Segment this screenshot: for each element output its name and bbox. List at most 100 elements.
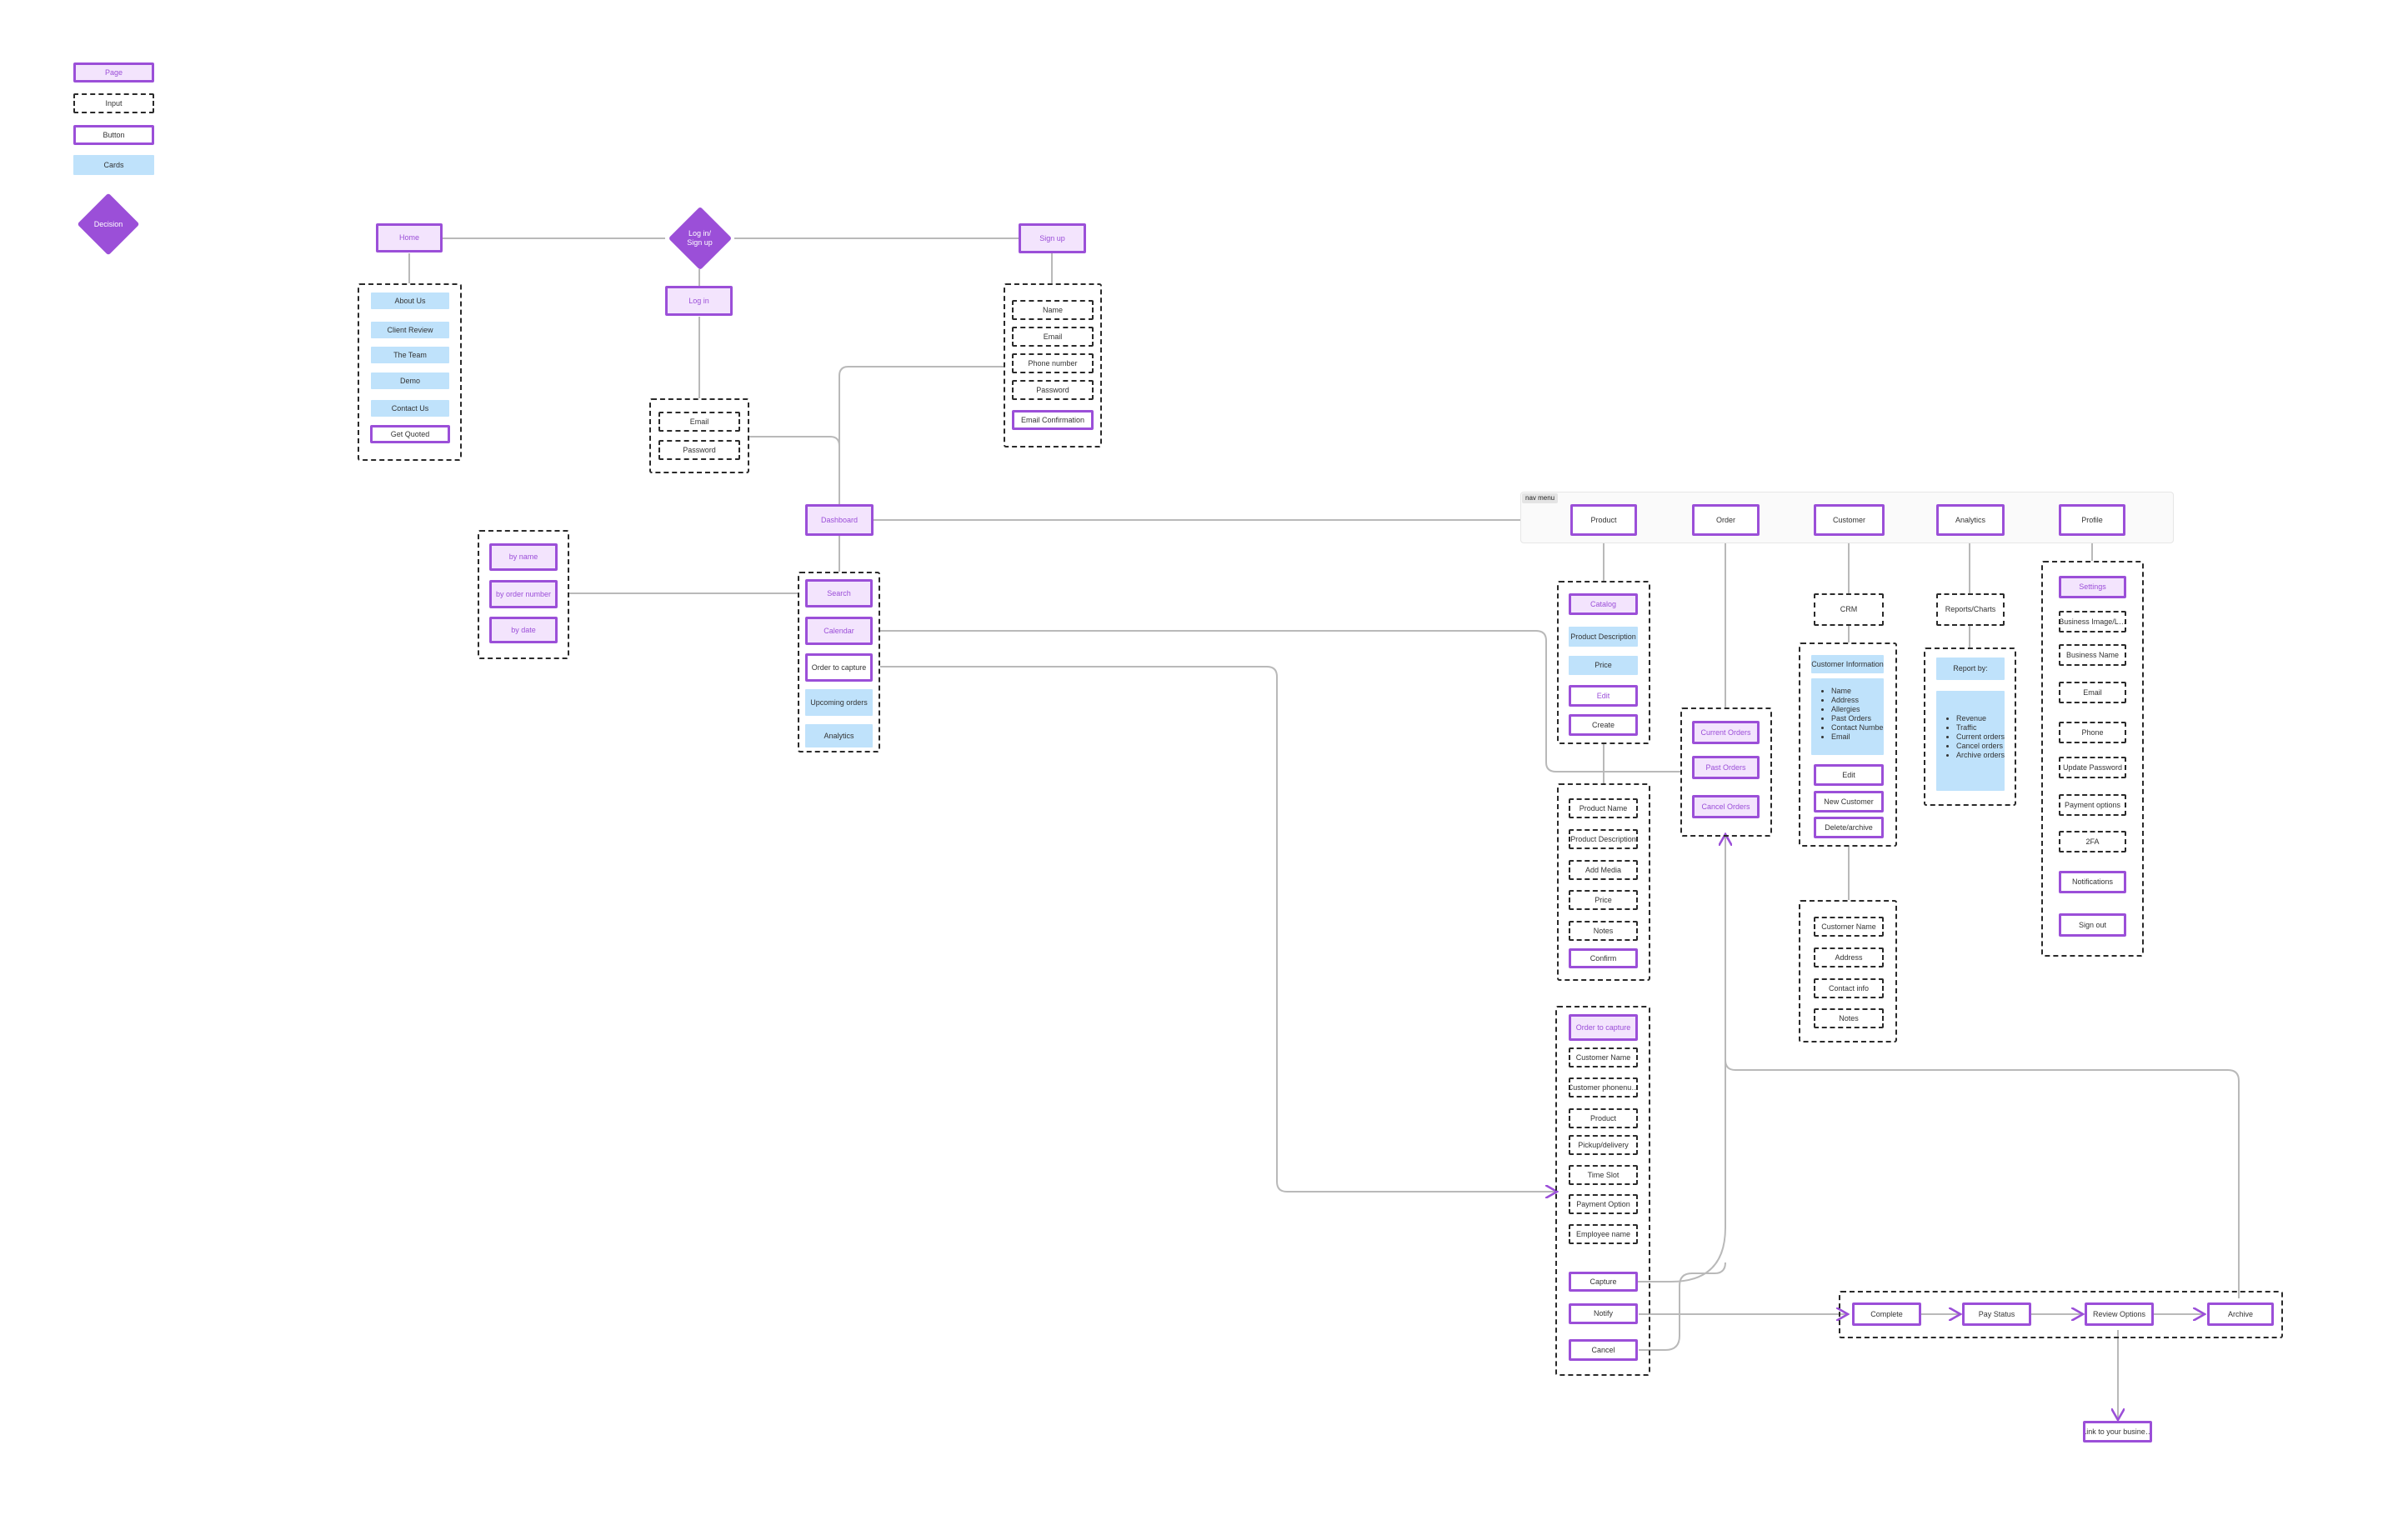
report-item: Revenue <box>1956 714 2005 723</box>
customer-info-group <box>1799 642 1897 847</box>
new-customer-name-input[interactable]: Customer Name <box>1814 917 1884 937</box>
order-status-flow-group <box>1839 1291 2283 1338</box>
search-filters-group <box>478 530 569 659</box>
capture-customer-name-input[interactable]: Customer Name <box>1569 1048 1638 1068</box>
cancel-orders-page[interactable]: Cancel Orders <box>1692 795 1760 818</box>
settings-page[interactable]: Settings <box>2059 576 2126 598</box>
profile-phone-input[interactable]: Phone <box>2059 722 2126 743</box>
capture-button[interactable]: Capture <box>1569 1272 1638 1292</box>
filter-by-date[interactable]: by date <box>489 617 558 643</box>
complete-button[interactable]: Complete <box>1852 1302 1921 1326</box>
email-confirmation-button[interactable]: Email Confirmation <box>1012 410 1094 430</box>
signup-form-group <box>1004 283 1102 448</box>
capture-customer-phone-input[interactable]: Customer phonenu… <box>1569 1078 1638 1098</box>
login-form-group <box>649 398 749 473</box>
product-notes-input[interactable]: Notes <box>1569 921 1638 941</box>
home-page[interactable]: Home <box>376 223 443 252</box>
reports-group <box>1924 648 2016 806</box>
catalog-page[interactable]: Catalog <box>1569 593 1638 615</box>
signup-page[interactable]: Sign up <box>1019 223 1086 253</box>
business-image-input[interactable]: Business Image/L… <box>2059 611 2126 632</box>
product-description-input[interactable]: Product Description <box>1569 829 1638 849</box>
sign-out-button[interactable]: Sign out <box>2059 913 2126 937</box>
business-name-input[interactable]: Business Name <box>2059 644 2126 666</box>
menu-product-button[interactable]: Product <box>1570 504 1637 536</box>
filter-by-order-number[interactable]: by order number <box>489 580 558 608</box>
connector-capture-form <box>880 666 1555 1192</box>
login-email-input[interactable]: Email <box>658 412 740 432</box>
signup-phone-input[interactable]: Phone number <box>1012 353 1094 373</box>
connector-login-dashboard <box>749 436 840 447</box>
review-link-button[interactable]: Link to your busine… <box>2083 1421 2152 1442</box>
update-password-input[interactable]: Update Password <box>2059 757 2126 778</box>
get-quoted-button[interactable]: Get Quoted <box>370 425 450 443</box>
order-to-capture-button[interactable]: Order to capture <box>805 653 873 682</box>
legend-page: Page <box>73 62 154 82</box>
menu-customer-button[interactable]: Customer <box>1814 504 1885 536</box>
filter-by-name[interactable]: by name <box>489 543 558 571</box>
login-page[interactable]: Log in <box>665 286 733 316</box>
capture-cancel-button[interactable]: Cancel <box>1569 1339 1638 1361</box>
notifications-button[interactable]: Notifications <box>2059 871 2126 893</box>
card-report-items: Revenue Traffic Current orders Cancel or… <box>1936 691 2005 791</box>
product-confirm-button[interactable]: Confirm <box>1569 948 1638 968</box>
nav-menu-section-title: nav menu <box>1522 493 1559 503</box>
product-edit-button[interactable]: Edit <box>1569 685 1638 707</box>
past-orders-page[interactable]: Past Orders <box>1692 756 1760 779</box>
add-media-input[interactable]: Add Media <box>1569 860 1638 880</box>
product-form-group <box>1557 783 1650 981</box>
login-signup-decision[interactable]: Log in/ Sign up <box>665 206 734 270</box>
report-item: Current orders <box>1956 732 2005 742</box>
report-items-list: Revenue Traffic Current orders Cancel or… <box>1946 714 2005 760</box>
calendar-page[interactable]: Calendar <box>805 617 873 645</box>
capture-form-page[interactable]: Order to capture <box>1569 1014 1638 1041</box>
menu-order-button[interactable]: Order <box>1692 504 1760 536</box>
two-factor-input[interactable]: 2FA <box>2059 831 2126 852</box>
card-report-by: Report by: <box>1936 658 2005 680</box>
notify-button[interactable]: Notify <box>1569 1303 1638 1324</box>
legend-button: Button <box>73 125 154 145</box>
customer-detail-item: Past Orders <box>1831 714 1884 723</box>
customer-edit-button[interactable]: Edit <box>1814 764 1884 786</box>
card-the-team: The Team <box>371 347 449 363</box>
signup-password-input[interactable]: Password <box>1012 380 1094 400</box>
legend-cards: Cards <box>73 155 154 175</box>
archive-button[interactable]: Archive <box>2207 1302 2274 1326</box>
product-price-input[interactable]: Price <box>1569 890 1638 910</box>
capture-employee-name-input[interactable]: Employee name <box>1569 1224 1638 1244</box>
signup-name-input[interactable]: Name <box>1012 300 1094 320</box>
pay-status-button[interactable]: Pay Status <box>1962 1302 2031 1326</box>
capture-product-input[interactable]: Product <box>1569 1108 1638 1128</box>
delete-archive-button[interactable]: Delete/archive <box>1814 817 1884 838</box>
new-customer-button[interactable]: New Customer <box>1814 791 1884 812</box>
dashboard-group <box>798 572 880 752</box>
card-about-us: About Us <box>371 292 449 309</box>
product-create-button[interactable]: Create <box>1569 714 1638 736</box>
capture-time-slot-input[interactable]: Time Slot <box>1569 1165 1638 1185</box>
review-options-button[interactable]: Review Options <box>2085 1302 2154 1326</box>
login-password-input[interactable]: Password <box>658 440 740 460</box>
product-name-input[interactable]: Product Name <box>1569 798 1638 818</box>
customer-detail-item: Contact Number <box>1831 723 1884 732</box>
new-customer-address-input[interactable]: Address <box>1814 948 1884 968</box>
customer-detail-item: Email <box>1831 732 1884 742</box>
menu-analytics-button[interactable]: Analytics <box>1936 504 2005 536</box>
customer-detail-item: Allergies <box>1831 705 1884 714</box>
payment-options-input[interactable]: Payment options <box>2059 794 2126 816</box>
current-orders-page[interactable]: Current Orders <box>1692 721 1760 744</box>
menu-profile-button[interactable]: Profile <box>2059 504 2125 536</box>
legend-input: Input <box>73 93 154 113</box>
crm-input[interactable]: CRM <box>1814 593 1884 626</box>
search-page[interactable]: Search <box>805 579 873 608</box>
new-customer-form-group <box>1799 900 1897 1042</box>
new-customer-contact-input[interactable]: Contact info <box>1814 978 1884 998</box>
capture-pickup-delivery-input[interactable]: Pickup/delivery <box>1569 1135 1638 1155</box>
new-customer-notes-input[interactable]: Notes <box>1814 1008 1884 1028</box>
reports-charts-input[interactable]: Reports/Charts <box>1936 593 2005 626</box>
customer-detail-item: Address <box>1831 696 1884 705</box>
profile-email-input[interactable]: Email <box>2059 682 2126 703</box>
home-sections-group <box>358 283 462 461</box>
capture-payment-option-input[interactable]: Payment Option <box>1569 1194 1638 1214</box>
signup-email-input[interactable]: Email <box>1012 327 1094 347</box>
dashboard-page[interactable]: Dashboard <box>805 504 874 536</box>
